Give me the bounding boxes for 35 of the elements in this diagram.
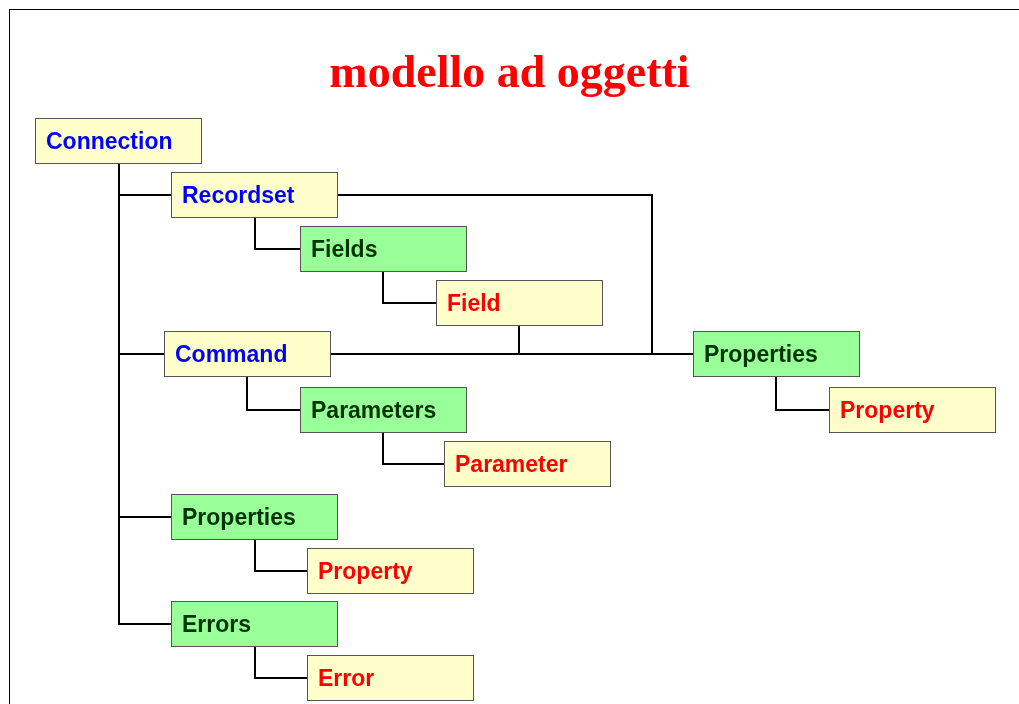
class-name: Property [840, 396, 935, 424]
class-box [171, 494, 338, 540]
class-box [436, 280, 603, 326]
connector-line [382, 271, 437, 304]
class-name: Error [318, 664, 375, 692]
class-name: Parameters [311, 396, 437, 424]
connector-line [254, 646, 308, 679]
connector-line [254, 539, 308, 572]
connector-line [518, 325, 694, 355]
class-box [829, 387, 996, 433]
class-name: Command [175, 340, 288, 368]
class-box [444, 441, 611, 487]
class-box [693, 331, 860, 377]
class-name: Field [447, 289, 501, 317]
class-box [300, 387, 467, 433]
class-box [307, 655, 474, 701]
class-name: Properties [182, 503, 296, 531]
class-box [307, 548, 474, 594]
class-box [171, 172, 338, 218]
slide-title: modello ad oggetti [329, 45, 690, 99]
class-name: Properties [704, 340, 818, 368]
class-box [300, 226, 467, 272]
class-box [164, 331, 331, 377]
class-name: Parameter [455, 450, 568, 478]
class-name: Fields [311, 235, 378, 263]
connector-line [246, 376, 301, 411]
class-box [35, 118, 202, 164]
connector-line [775, 376, 830, 411]
class-box [171, 601, 338, 647]
connector-line [254, 217, 301, 250]
connector-line [382, 432, 445, 465]
class-name: Property [318, 557, 413, 585]
class-name: Errors [182, 610, 252, 638]
class-name: Recordset [182, 181, 295, 209]
class-name: Connection [46, 127, 173, 155]
